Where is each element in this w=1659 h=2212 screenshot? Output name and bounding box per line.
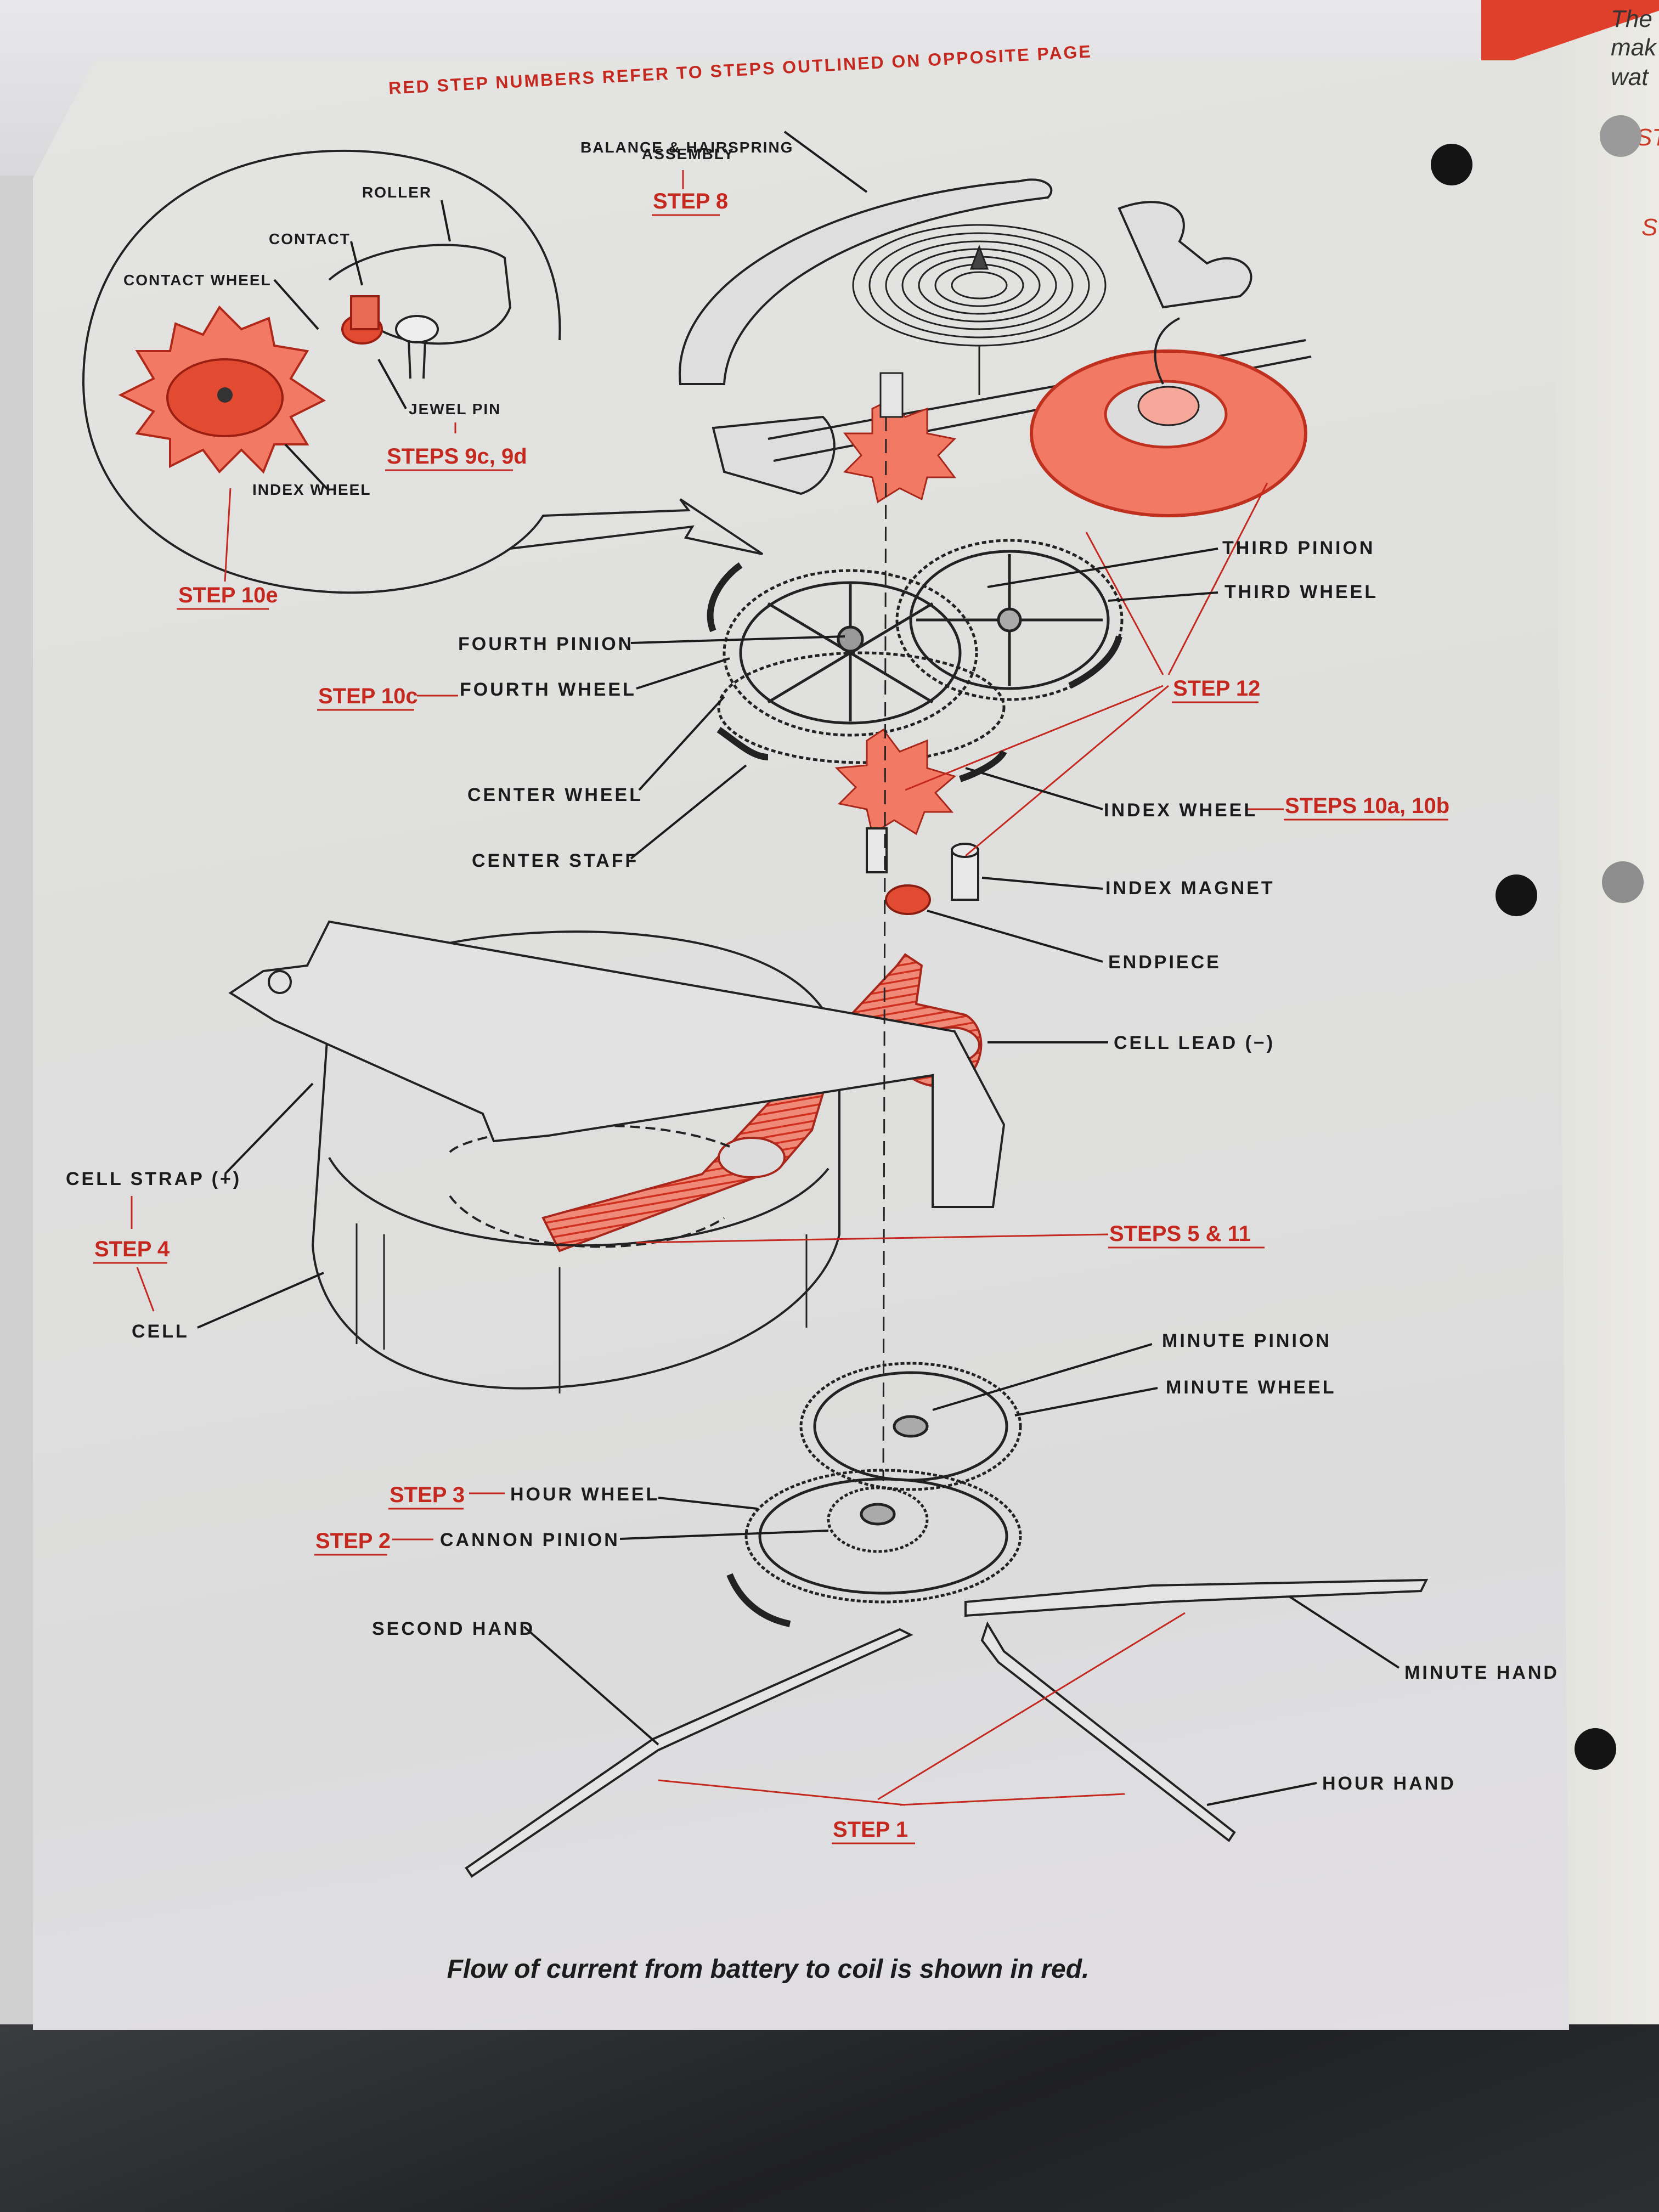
step-9c-9d: STEPS 9c, 9d xyxy=(387,444,527,469)
label-second-hand: SECOND HAND xyxy=(372,1618,535,1639)
binder-hole xyxy=(1600,115,1641,157)
step-4: STEP 4 xyxy=(94,1237,170,1261)
hour-hand xyxy=(980,1621,1236,1842)
step-10e: STEP 10e xyxy=(178,583,278,607)
label-balance-line2: ASSEMBLY xyxy=(642,145,735,162)
third-wheel xyxy=(895,539,1124,701)
label-cell-strap: CELL STRAP (+) xyxy=(66,1169,241,1189)
rotation-arrows xyxy=(707,562,1122,1627)
binder-hole xyxy=(1496,874,1537,916)
hairspring xyxy=(852,224,1107,395)
label-contact: CONTACT xyxy=(269,230,351,247)
label-leaders xyxy=(197,131,1400,1806)
fourth-wheel xyxy=(723,569,978,737)
label-balance-line1: BALANCE & HAIRSPRING xyxy=(580,139,793,156)
label-hour-hand: HOUR HAND xyxy=(1322,1773,1456,1794)
opposite-page-text: mak xyxy=(1611,34,1657,61)
label-roller: ROLLER xyxy=(362,184,432,201)
binder-hole xyxy=(1575,1728,1616,1770)
cell xyxy=(311,930,842,1393)
step-5-11: STEPS 5 & 11 xyxy=(1109,1222,1251,1246)
center-axis xyxy=(882,416,887,1482)
backdrop-bottom xyxy=(0,2024,1659,2212)
label-index-magnet: INDEX MAGNET xyxy=(1105,878,1275,899)
opposite-page-text: The xyxy=(1611,5,1652,32)
label-minute-wheel: MINUTE WHEEL xyxy=(1166,1377,1336,1398)
label-third-pinion: THIRD PINION xyxy=(1222,538,1375,558)
binder-hole xyxy=(1602,861,1644,903)
inset-callout xyxy=(82,149,764,594)
label-fourth-wheel: FOURTH WHEEL xyxy=(460,679,636,700)
step-2: STEP 2 xyxy=(315,1529,391,1553)
step-8: STEP 8 xyxy=(653,189,728,213)
label-minute-pinion: MINUTE PINION xyxy=(1162,1330,1331,1351)
hour-wheel xyxy=(744,1469,1022,1604)
inset-index-wheel xyxy=(118,305,326,474)
label-hour-wheel: HOUR WHEEL xyxy=(510,1484,659,1505)
index-magnet xyxy=(866,827,979,901)
label-fourth-pinion: FOURTH PINION xyxy=(458,634,634,654)
balance-bridge xyxy=(678,178,1312,495)
binder-hole xyxy=(1431,144,1472,185)
label-cell: CELL xyxy=(132,1321,189,1342)
inset-roller xyxy=(328,244,512,379)
drive-coil xyxy=(1030,317,1307,517)
step-10a-10b: STEPS 10a, 10b xyxy=(1285,794,1449,818)
cell-strap xyxy=(228,920,1006,1208)
label-third-wheel: THIRD WHEEL xyxy=(1224,582,1378,602)
step-underlines xyxy=(93,214,1448,1844)
step-12: STEP 12 xyxy=(1173,676,1260,701)
endpiece xyxy=(885,884,931,915)
label-jewel-pin: JEWEL PIN xyxy=(409,400,501,417)
caption: Flow of current from battery to coil is … xyxy=(447,1955,1090,1984)
label-cannon-pinion: CANNON PINION xyxy=(440,1530,620,1550)
minute-wheel xyxy=(799,1362,1022,1491)
opposite-page-step: S xyxy=(1641,214,1658,241)
step-leaders xyxy=(131,170,1284,1806)
index-wheel xyxy=(834,728,957,836)
label-index-wheel: INDEX WHEEL xyxy=(1104,800,1257,821)
label-cell-lead: CELL LEAD (−) xyxy=(1114,1032,1275,1053)
label-contact-wheel: CONTACT WHEEL xyxy=(123,272,272,289)
label-center-wheel: CENTER WHEEL xyxy=(467,785,643,805)
step-1: STEP 1 xyxy=(833,1818,908,1842)
label-endpiece: ENDPIECE xyxy=(1108,952,1221,973)
step-10c: STEP 10c xyxy=(318,684,418,708)
label-inset-index-wheel: INDEX WHEEL xyxy=(252,481,371,498)
label-center-staff: CENTER STAFF xyxy=(472,850,639,871)
minute-hand xyxy=(964,1578,1429,1617)
contact-star-wheel xyxy=(843,372,957,504)
step-3: STEP 3 xyxy=(390,1483,465,1507)
center-wheel xyxy=(717,651,1006,764)
header-note: RED STEP NUMBERS REFER TO STEPS OUTLINED… xyxy=(388,41,1092,98)
label-minute-hand: MINUTE HAND xyxy=(1404,1662,1559,1683)
opposite-page-text: wat xyxy=(1611,64,1649,91)
